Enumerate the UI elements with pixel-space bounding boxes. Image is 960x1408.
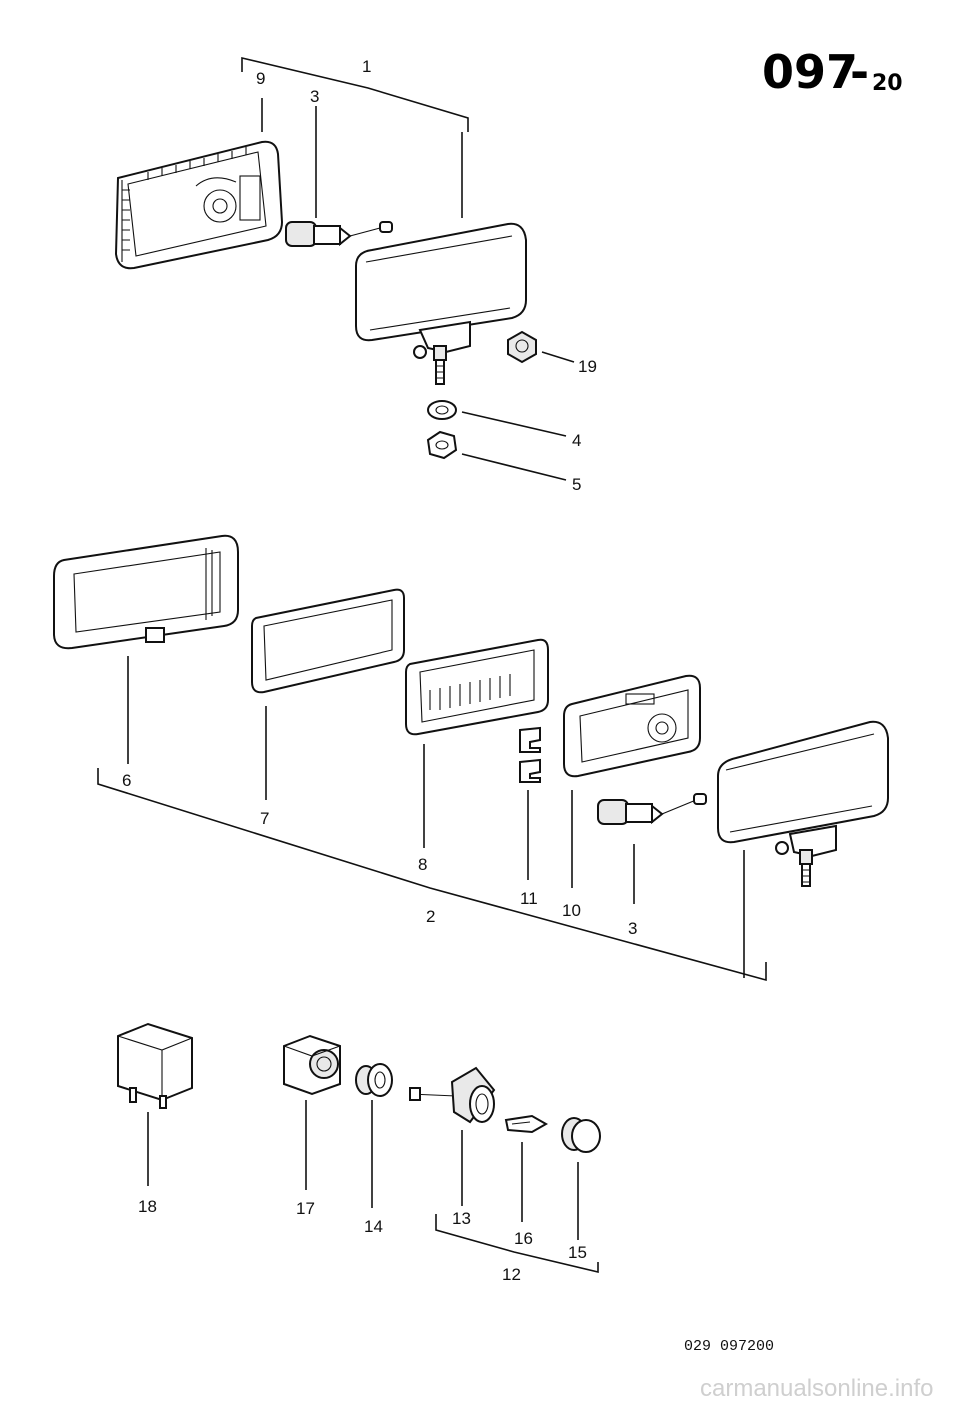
part-16-bulb (504, 1114, 549, 1134)
part-17-switch-housing (283, 1034, 341, 1096)
page-number: 097 (762, 45, 858, 99)
page-number-dash: - (850, 45, 869, 99)
drawing-code: 029 097200 (684, 1338, 774, 1355)
part-15-cap (561, 1117, 601, 1153)
callout-3-middle: 3 (628, 919, 637, 938)
page-header: 097 - 20 (762, 45, 903, 99)
callout-17: 17 (296, 1199, 315, 1218)
part-19-nut (507, 330, 537, 364)
part-3-bulb-middle (597, 793, 707, 825)
part-13-knob (409, 1066, 496, 1124)
leader-19 (541, 351, 575, 363)
part-2-lamp-housing-middle (717, 720, 889, 887)
callout-19: 19 (578, 357, 597, 376)
callout-11: 11 (520, 889, 538, 908)
part-18-relay (117, 1022, 193, 1109)
part-4-lock-washer (427, 400, 457, 420)
part-9-reflector-housing (114, 140, 284, 270)
callout-13: 13 (452, 1209, 471, 1228)
callout-12: 12 (502, 1265, 521, 1284)
part-5-hex-nut (426, 430, 458, 460)
watermark-text: carmanualsonline.info (700, 1375, 933, 1402)
callout-9: 9 (256, 69, 265, 88)
callout-10: 10 (562, 901, 581, 920)
callout-2: 2 (426, 907, 435, 926)
leader-5 (461, 453, 567, 481)
callout-1: 1 (362, 57, 371, 76)
part-6-front-frame (53, 534, 239, 650)
callout-15: 15 (568, 1243, 587, 1262)
callout-3-top: 3 (310, 87, 319, 106)
callout-7: 7 (260, 809, 269, 828)
part-10-reflector (563, 674, 701, 778)
part-8-lens (405, 638, 549, 736)
callout-16: 16 (514, 1229, 533, 1248)
callout-4: 4 (572, 431, 581, 450)
callout-5: 5 (572, 475, 581, 494)
callout-14: 14 (364, 1217, 383, 1236)
page-sub-number: 20 (872, 71, 903, 96)
callout-18: 18 (138, 1197, 157, 1216)
part-11-clips (519, 726, 541, 783)
part-3-bulb-top (285, 221, 393, 247)
callout-8: 8 (418, 855, 427, 874)
part-1-lamp-housing-top (355, 222, 527, 385)
bracket-group-1 (241, 56, 469, 132)
part-7-gasket (251, 588, 405, 694)
bracket-group-12 (435, 1214, 599, 1274)
part-14-bezel (355, 1063, 393, 1097)
leader-4 (461, 411, 567, 437)
callout-6: 6 (122, 771, 131, 790)
bracket-group-2 (97, 768, 767, 982)
